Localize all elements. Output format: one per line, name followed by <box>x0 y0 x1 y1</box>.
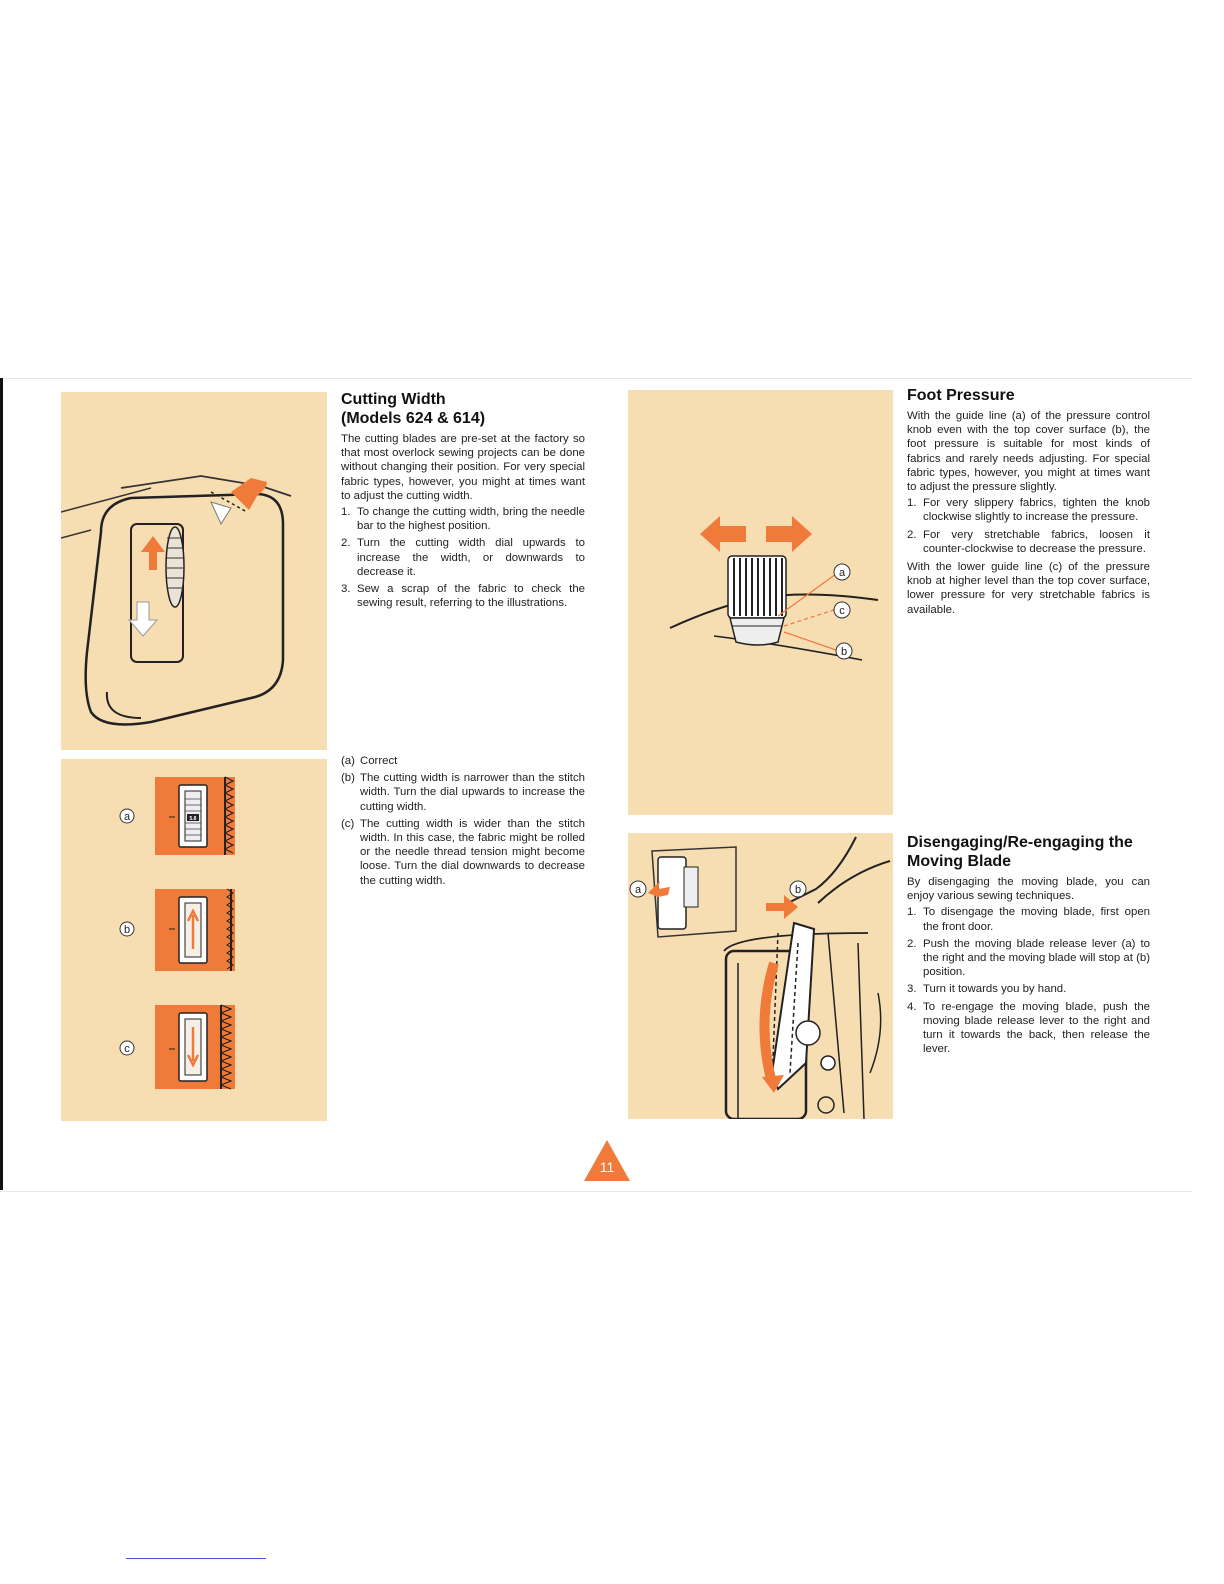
foot-pressure-steps: 1.For very slippery fabrics, tighten the… <box>907 496 1150 556</box>
list-item: 2.Turn the cutting width dial upwards to… <box>341 537 585 578</box>
list-item: 2.For very stretchable fabrics, loosen i… <box>907 528 1150 555</box>
list-item: 1.To change the cutting width, bring the… <box>341 506 585 533</box>
illustration-foot-pressure-knob: a c b <box>628 390 893 815</box>
foot-pressure-outro: With the lower guide line (c) of the pre… <box>907 561 1150 616</box>
page-edge <box>0 378 3 1190</box>
list-item: (c)The cutting width is wider than the s… <box>341 817 585 887</box>
mark-a: a <box>124 811 131 823</box>
callout-b: b <box>795 884 801 896</box>
list-item: 4.To re-engage the moving blade, push th… <box>907 1000 1150 1056</box>
list-item: 3.Turn it towards you by hand. <box>907 983 1067 996</box>
callout-a: a <box>635 884 642 896</box>
cutting-results-list: (a)Correct (b)The cutting width is narro… <box>341 754 585 888</box>
callout-c: c <box>839 605 845 617</box>
foot-pressure-section: Foot Pressure With the guide line (a) of… <box>907 386 1150 617</box>
list-item: (b)The cutting width is narrower than th… <box>341 772 585 813</box>
mark-b: b <box>124 924 130 936</box>
list-item: (a)Correct <box>341 755 398 767</box>
callout-b: b <box>841 646 847 658</box>
cutting-width-intro: The cutting blades are pre-set at the fa… <box>341 433 585 502</box>
foot-pressure-title: Foot Pressure <box>907 387 1015 404</box>
cutting-width-title: Cutting Width(Models 624 & 614) <box>341 391 486 427</box>
callout-a: a <box>839 567 846 579</box>
foot-pressure-intro: With the guide line (a) of the pressure … <box>907 410 1150 494</box>
page-number: 11 <box>599 1159 615 1175</box>
moving-blade-steps: 1.To disengage the moving blade, first o… <box>907 905 1150 1056</box>
list-item: 1.For very slippery fabrics, tighten the… <box>907 497 1150 524</box>
cutting-width-section: Cutting Width(Models 624 & 614) The cutt… <box>341 390 585 613</box>
illustration-moving-blade: a b <box>628 833 893 1119</box>
illustration-cutting-width-dial <box>61 392 327 750</box>
svg-text:5.8: 5.8 <box>190 816 197 822</box>
mark-c: c <box>124 1043 130 1055</box>
illustration-cutting-results: a 5.8 b c <box>61 759 327 1121</box>
moving-blade-intro: By disengaging the moving blade, you can… <box>907 876 1150 903</box>
list-item: 3.Sew a scrap of the fabric to check the… <box>341 583 585 610</box>
cutting-results-section: (a)Correct (b)The cutting width is narro… <box>341 752 585 891</box>
sample-b: b <box>119 888 235 971</box>
page-number-badge: 11 <box>584 1140 630 1181</box>
list-item: 2.Push the moving blade release lever (a… <box>907 937 1150 979</box>
list-item: 1.To disengage the moving blade, first o… <box>907 906 1150 933</box>
sample-a: a 5.8 <box>119 776 235 855</box>
sample-c: c <box>119 1004 235 1090</box>
cutting-width-steps: 1.To change the cutting width, bring the… <box>341 505 585 610</box>
manual-spread <box>0 378 1192 1192</box>
footer-rule <box>126 1558 266 1559</box>
